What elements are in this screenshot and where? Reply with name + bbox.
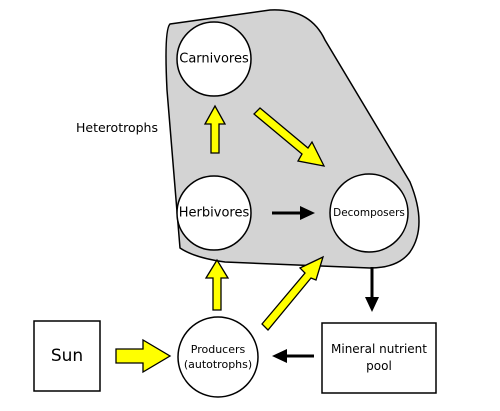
herbivores-to-carnivores-arrow (203, 104, 227, 154)
mineral-label-line2: pool (366, 359, 392, 373)
producers-label-line2: (autotrophs) (183, 358, 253, 371)
heterotrophs-label: Heterotrophs (76, 120, 158, 135)
carnivores-label: Carnivores (179, 51, 249, 67)
producers-to-herbivores-arrow (204, 258, 230, 311)
producers-to-decomposers-arrow (261, 255, 325, 331)
decomposers-node (329, 173, 409, 253)
mineral-label-line1: Mineral nutrient (331, 342, 427, 356)
mineral-pool-to-producers-arrow (272, 349, 314, 363)
sun-to-producers-arrow (115, 338, 172, 374)
mineral-nutrient-pool-box (321, 322, 437, 394)
sun-label: Sun (50, 346, 84, 366)
producers-label-line1: Producers (190, 343, 246, 356)
mineral-nutrient-pool-label: Mineral nutrient pool (331, 341, 427, 375)
sun-box (33, 320, 101, 392)
herbivores-node (176, 175, 252, 251)
decomposers-to-mineral-pool-arrow (365, 267, 379, 312)
carnivores-node (176, 21, 252, 97)
producers-label: Producers (autotrophs) (184, 342, 252, 372)
herbivores-to-decomposers-arrow (272, 206, 315, 220)
herbivores-label: Herbivores (178, 205, 250, 221)
decomposers-label: Decomposers (333, 207, 405, 219)
producers-node (177, 316, 259, 398)
carnivores-to-decomposers-arrow (253, 107, 326, 167)
